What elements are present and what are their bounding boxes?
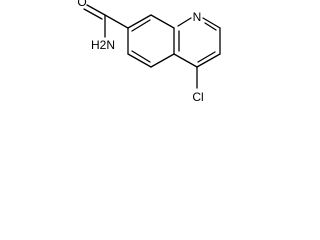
amide-nitrogen-label: H2N: [91, 38, 115, 52]
bond-n1-c2-double: [204, 22, 217, 31]
bond-carbonyl-o: [86, 4, 106, 16]
carbonyl-oxygen-label: O: [77, 0, 86, 9]
bond-c4-c4a: [173, 53, 198, 68]
bond-c8a-n1: [177, 17, 192, 27]
bond-n1-c2: [202, 17, 221, 29]
ring-nitrogen-label: N: [193, 10, 202, 24]
bond-c8a-c8: [150, 14, 175, 29]
bond-c8-c7: [127, 14, 152, 29]
bond-c7-carbonyl: [104, 14, 129, 29]
bond-c3-c4-double: [197, 51, 216, 63]
bond-c3-c4: [196, 53, 221, 68]
bond-carbonyl-o-double: [83, 8, 103, 20]
chlorine-label: Cl: [192, 90, 203, 104]
structure-diagram: N O H2N Cl: [77, 0, 221, 104]
bond-c6-c5: [127, 53, 152, 68]
bond-c6-c5-double: [131, 50, 151, 63]
bond-c5-c4a: [150, 53, 175, 68]
bond-c8-c7-double: [131, 19, 151, 32]
